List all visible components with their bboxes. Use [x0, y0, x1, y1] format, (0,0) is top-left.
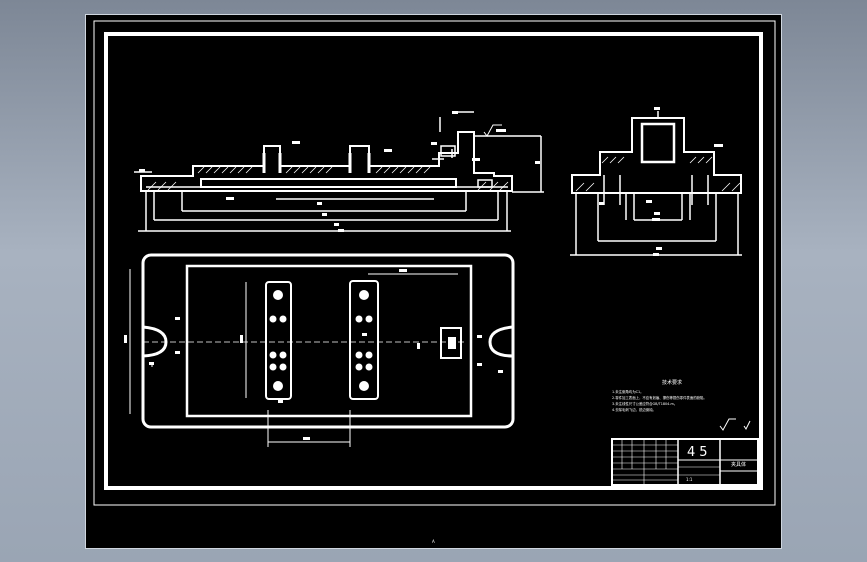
- material-label: 45: [687, 445, 712, 460]
- engineering-drawing: A: [93, 20, 776, 544]
- side-hatching: [575, 156, 741, 192]
- plan-view: [129, 253, 515, 447]
- cad-viewport[interactable]: A: [85, 14, 782, 549]
- front-section-view: [134, 111, 544, 232]
- tech-req-heading: 技术要求: [662, 379, 682, 386]
- inner-frame: [104, 32, 763, 490]
- tech-requirements: 技术要求 1.未注倒角均为C1。 2.零件加工表面上，不应有划痕、擦伤等损伤零件…: [612, 379, 707, 412]
- tech-req-line-2: 2.零件加工表面上，不应有划痕、擦伤等损伤零件表面的缺陷。: [612, 395, 707, 400]
- tech-req-line-4: 4.去除毛刺飞边，锐边倒钝。: [612, 407, 656, 412]
- roughness-symbol: [483, 124, 751, 431]
- outer-frame: [93, 20, 776, 506]
- front-dim-labels: [139, 111, 540, 232]
- tech-req-line-1: 1.未注倒角均为C1。: [612, 389, 644, 394]
- bolt-holes: [124, 269, 503, 440]
- title-block: [611, 438, 759, 486]
- tech-req-line-3: 3.未注线性尺寸公差应符合GB/T1804-m。: [612, 401, 677, 406]
- front-hatching: [147, 166, 509, 191]
- side-dim-labels: [599, 107, 723, 256]
- scale-label: 1:1: [686, 477, 693, 482]
- side-section-view: [570, 111, 742, 256]
- part-name-label: 夹具体: [731, 461, 746, 468]
- bottom-mark: A: [432, 539, 435, 544]
